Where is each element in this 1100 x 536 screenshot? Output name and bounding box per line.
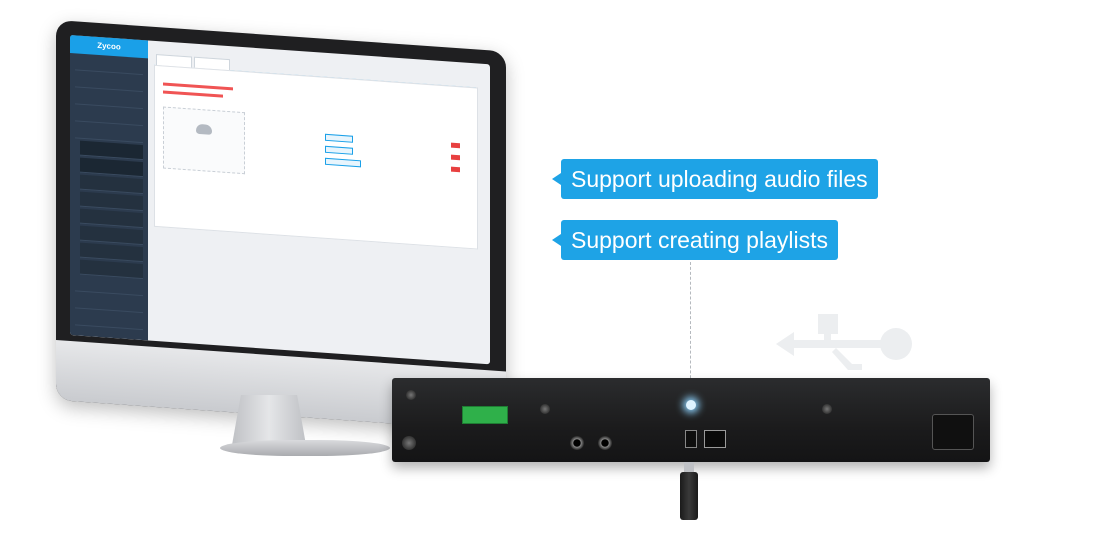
usb-dongle-plug [684, 462, 694, 474]
sidebar-subitem [80, 140, 143, 161]
callout-upload-audio: Support uploading audio files [552, 159, 878, 199]
sidebar-subitem [80, 174, 143, 195]
monitor-screen: Zycoo [70, 34, 490, 365]
callout-create-playlist: Support creating playlists [552, 220, 838, 260]
warning-text [163, 90, 223, 98]
sidebar-item [75, 310, 143, 331]
ground-screw [406, 390, 416, 400]
sidebar-subitem [80, 208, 143, 229]
warning-text [163, 82, 233, 91]
audio-device-back-panel [392, 378, 990, 462]
sidebar-subitem [80, 191, 143, 212]
panel-screw [822, 404, 832, 414]
usb-port-icon [685, 430, 697, 448]
panel-screw [540, 404, 550, 414]
delete-button [451, 142, 460, 149]
sidebar-subitem [80, 242, 143, 263]
file-link [325, 157, 361, 168]
audio-jack [598, 436, 612, 450]
sidebar-subitem [80, 225, 143, 246]
monitor-stand-neck [232, 395, 306, 445]
audio-jack [570, 436, 584, 450]
app-content-panel [154, 64, 478, 250]
ground-terminal [402, 436, 416, 450]
computer-monitor: Zycoo [56, 20, 506, 432]
terminal-block [462, 406, 508, 424]
ethernet-port-icon [704, 430, 726, 448]
monitor-stand-base [220, 440, 390, 456]
cloud-upload-icon [196, 123, 212, 135]
app-sidebar: Zycoo [70, 34, 148, 341]
sidebar-subitem-selected [80, 157, 143, 178]
delete-button [451, 154, 460, 161]
connector-line [690, 262, 691, 398]
usb-indicator-light [686, 400, 696, 410]
usb-dongle-icon [680, 472, 698, 520]
file-link [325, 133, 353, 143]
sidebar-subitem [80, 259, 143, 280]
usb-symbol-icon [776, 314, 912, 370]
file-link [325, 145, 353, 155]
delete-button [451, 166, 460, 173]
power-socket-icon [932, 414, 974, 450]
upload-drop-zone [163, 106, 245, 175]
